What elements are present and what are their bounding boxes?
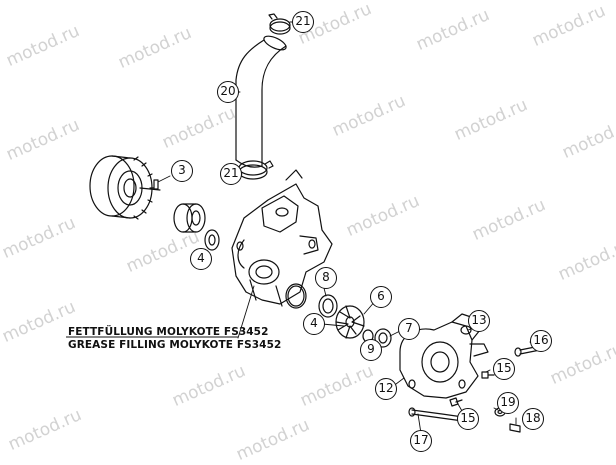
callout-13: 13 [468, 310, 490, 332]
callout-9: 9 [360, 339, 382, 361]
callout-15-bottom: 15 [457, 408, 479, 430]
callout-15-top: 15 [493, 358, 515, 380]
hose-clamp-lower [238, 160, 274, 180]
grease-note-german: FETTFÜLLUNG MOLYKOTE FS3452 [68, 326, 269, 338]
leader-lines [157, 21, 535, 441]
hose-clamp-top [268, 13, 291, 35]
bolt-15-top [481, 371, 495, 379]
callout-3: 3 [171, 160, 193, 182]
callout-4-mid: 4 [303, 313, 325, 335]
impeller [335, 305, 365, 339]
drive-gear [89, 155, 161, 220]
callout-12: 12 [375, 378, 397, 400]
callout-21-mid: 21 [220, 163, 242, 185]
callout-21-top: 21 [292, 11, 314, 33]
bolt-18 [509, 423, 521, 433]
shaft-seal [318, 294, 338, 318]
seal-ring [374, 328, 392, 348]
callout-16: 16 [530, 330, 552, 352]
o-ring [285, 283, 307, 309]
callout-17: 17 [410, 430, 432, 452]
callout-20: 20 [217, 81, 239, 103]
engine-case [231, 169, 333, 307]
coolant-hose [235, 35, 287, 168]
callout-19: 19 [497, 392, 519, 414]
callout-8: 8 [315, 267, 337, 289]
note-underline [66, 336, 238, 338]
washer-left [204, 229, 220, 251]
callout-6: 6 [370, 286, 392, 308]
grease-note-english: GREASE FILLING MOLYKOTE FS3452 [68, 339, 282, 351]
bolt-15-bottom [449, 397, 463, 407]
callout-18: 18 [522, 408, 544, 430]
callout-7: 7 [398, 318, 420, 340]
bearing [173, 203, 206, 233]
callout-4-left: 4 [190, 248, 212, 270]
dowel-pin [153, 179, 159, 190]
